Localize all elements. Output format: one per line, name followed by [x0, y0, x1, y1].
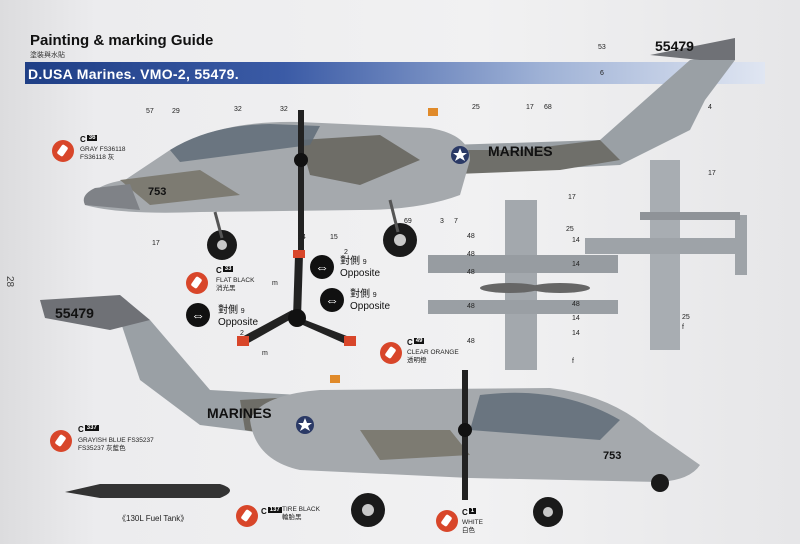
bottom-aircraft-side-view — [40, 295, 700, 527]
decal-number: m — [272, 280, 278, 287]
fuel-tank-drawing — [65, 484, 230, 498]
decal-number: 57 — [146, 108, 154, 115]
paint-brush-icon — [380, 342, 402, 364]
double-arrow-icon: ⇔ — [320, 288, 344, 312]
decal-number: f — [572, 358, 574, 365]
decal-number: 32 — [280, 106, 288, 113]
decal-number: 25 — [566, 226, 574, 233]
decal-number: 14 — [572, 315, 580, 322]
decal-number: 53 — [598, 44, 606, 51]
decal-number: 14 — [572, 330, 580, 337]
decal-number: 48 — [467, 251, 475, 258]
decal-number: 4 — [708, 104, 712, 111]
decal-number: 48 — [467, 303, 475, 310]
page-subtitle: 塗裝與水貼 — [30, 52, 65, 59]
decal-number: 54 — [298, 234, 306, 241]
paint-brush-icon — [436, 510, 458, 532]
paint-brush-icon — [236, 505, 258, 527]
plan-view-underside — [428, 200, 618, 370]
paint-brush-icon — [186, 272, 208, 294]
decal-number: 17 — [526, 104, 534, 111]
decal-number: 69 — [404, 218, 412, 225]
section-banner-text: D.USA Marines. VMO-2, 55479. — [28, 66, 239, 82]
decal-number: 3 — [440, 218, 444, 225]
decal-number: 68 — [544, 104, 552, 111]
decal-number: 2 — [344, 249, 348, 256]
decal-number: 25 — [682, 314, 690, 321]
decal-number: 17 — [568, 194, 576, 201]
decal-number: 32 — [234, 106, 242, 113]
tail-number-top: 55479 — [655, 38, 694, 54]
decal-number: 7 — [454, 218, 458, 225]
double-arrow-icon: ⇔ — [310, 255, 334, 279]
decal-number: f — [682, 324, 684, 331]
nose-code-bottom: 753 — [603, 450, 622, 462]
top-aircraft-side-view — [83, 38, 735, 260]
paint-brush-icon — [52, 140, 74, 162]
decal-number: 25 — [472, 104, 480, 111]
decal-number: 29 — [172, 108, 180, 115]
decal-number: 48 — [467, 269, 475, 276]
decal-number: 14 — [572, 261, 580, 268]
marines-text-bottom: MARINES — [207, 405, 272, 421]
tail-number-bottom: 55479 — [55, 305, 94, 321]
decal-number: 14 — [572, 237, 580, 244]
decal-number: 6 — [600, 70, 604, 77]
paint-brush-icon — [50, 430, 72, 452]
decal-number: 2 — [240, 330, 244, 337]
propeller-detail — [237, 250, 356, 346]
page-title: Painting & marking Guide — [30, 32, 214, 49]
fuel-tank-label: 《130L Fuel Tank》 — [118, 514, 189, 523]
decal-number: 48 — [467, 338, 475, 345]
decal-number: 17 — [708, 170, 716, 177]
marines-text-top: MARINES — [488, 143, 553, 159]
double-arrow-icon: ⇔ — [186, 303, 210, 327]
decal-number: 17 — [152, 240, 160, 247]
decal-number: m — [262, 350, 268, 357]
decal-number: 15 — [330, 234, 338, 241]
decal-number: 48 — [467, 233, 475, 240]
plan-view-top — [585, 160, 747, 350]
decal-number: 48 — [572, 301, 580, 308]
nose-code-top: 753 — [148, 186, 167, 198]
section-banner — [25, 62, 765, 84]
